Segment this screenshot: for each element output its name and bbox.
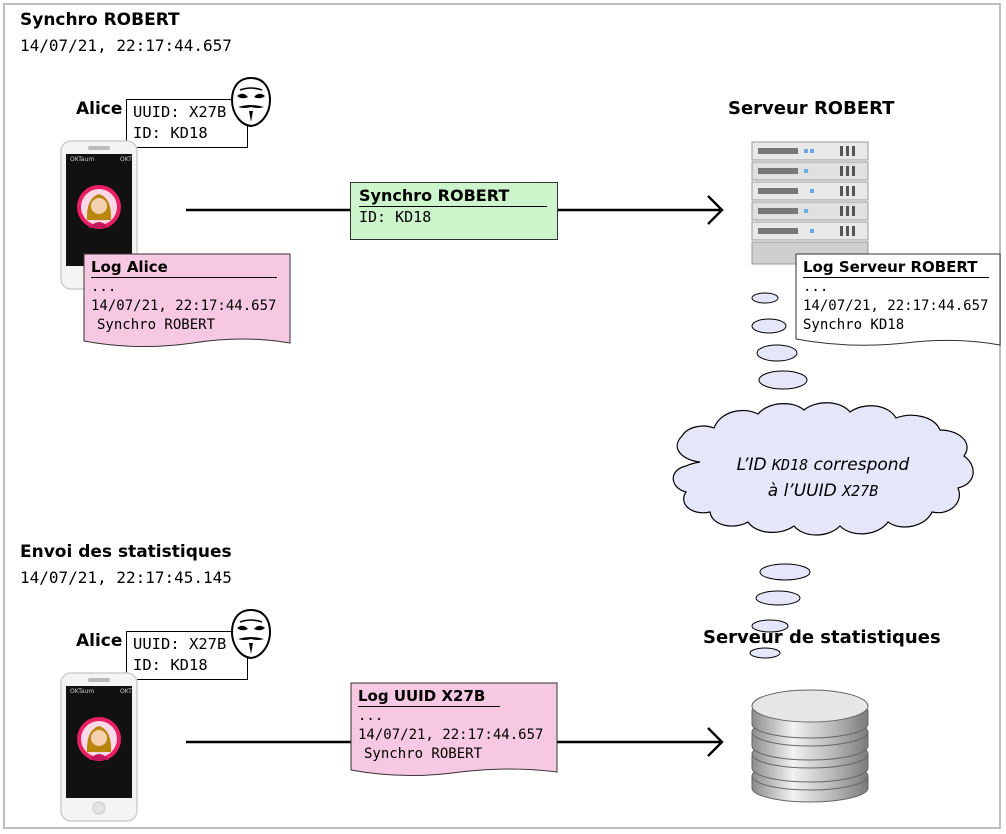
cloud-line-1: L’ID KD18 correspond xyxy=(736,455,910,475)
section1-title: Synchro ROBERT xyxy=(20,10,180,30)
alice-id-box: UUID: X27B ID: KD18 xyxy=(126,99,248,148)
user-avatar-icon xyxy=(77,185,121,229)
alice-label-2: Alice xyxy=(76,631,123,651)
alice-uuid-line-2: UUID: X27B xyxy=(133,635,227,653)
database-icon xyxy=(751,689,869,803)
anonymous-mask-icon xyxy=(230,608,272,660)
phone-status-2: OKT xyxy=(120,688,132,695)
log-server-robert-timestamp: 14/07/21, 22:17:44.657 xyxy=(803,298,989,314)
thought-bubbles-lower xyxy=(749,563,811,659)
phone-status: OKT xyxy=(120,156,132,163)
server-stats-label: Serveur de statistiques xyxy=(703,627,941,648)
alice-id-line: ID: KD18 xyxy=(133,124,208,142)
section1-timestamp: 14/07/21, 22:17:44.657 xyxy=(20,36,232,55)
log-alice-timestamp: 14/07/21, 22:17:44.657 xyxy=(91,298,277,314)
log-uuid-dots: ... xyxy=(358,708,384,724)
alice-phone-2: OKTaum OKT xyxy=(60,672,138,822)
alice-id-line-2: ID: KD18 xyxy=(133,656,208,674)
phone-carrier: OKTaum xyxy=(70,156,95,163)
log-alice-dots: ... xyxy=(91,279,117,295)
alice-phone-1: OKTaum OKT xyxy=(60,140,138,290)
cloud-line-2: à l’UUID X27B xyxy=(767,481,879,501)
section2-title: Envoi des statistiques xyxy=(20,542,232,562)
alice-id-box-2: UUID: X27B ID: KD18 xyxy=(126,631,248,680)
synchro-message-id: ID: KD18 xyxy=(359,208,432,226)
user-avatar-icon xyxy=(77,717,121,761)
synchro-message-title: Synchro ROBERT xyxy=(359,186,547,207)
server-robert-label: Serveur ROBERT xyxy=(728,98,895,119)
log-server-robert-title: Log Serveur ROBERT xyxy=(803,257,989,278)
log-server-robert-entry: Synchro KD18 xyxy=(803,317,905,333)
log-alice-paper: Log Alice ... 14/07/21, 22:17:44.657 Syn… xyxy=(83,253,291,349)
log-alice-entry: Synchro ROBERT xyxy=(97,317,216,333)
log-uuid-message-paper: Log UUID X27B ... 14/07/21, 22:17:44.657… xyxy=(350,682,558,780)
log-server-robert-dots: ... xyxy=(803,279,829,295)
thought-bubbles-upper xyxy=(751,292,808,390)
section2-timestamp: 14/07/21, 22:17:45.145 xyxy=(20,568,232,587)
log-uuid-title: Log UUID X27B xyxy=(358,686,500,707)
server-rack-icon xyxy=(751,141,869,265)
cloud-text: L’ID KD18 correspond à l’UUID X27B xyxy=(690,452,956,504)
phone-carrier-2: OKTaum xyxy=(70,688,95,695)
log-alice-title: Log Alice xyxy=(91,257,277,278)
log-server-robert-paper: Log Serveur ROBERT ... 14/07/21, 22:17:4… xyxy=(795,253,1001,349)
alice-uuid-line: UUID: X27B xyxy=(133,103,227,121)
log-uuid-timestamp: 14/07/21, 22:17:44.657 xyxy=(358,727,544,743)
thought-cloud xyxy=(672,402,974,536)
alice-label: Alice xyxy=(76,99,123,119)
log-uuid-entry: Synchro ROBERT xyxy=(364,746,483,762)
diagram-frame xyxy=(3,3,1001,829)
synchro-message-box: Synchro ROBERT ID: KD18 xyxy=(350,182,558,240)
anonymous-mask-icon xyxy=(230,76,272,128)
